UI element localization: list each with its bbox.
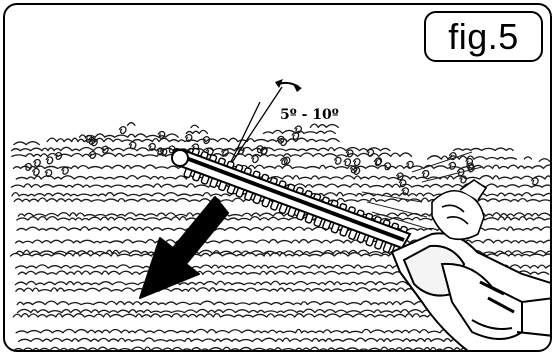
hedge-leaf-loop	[335, 157, 341, 164]
hedge-leaf-loop	[46, 157, 52, 164]
figure-label: fig.5	[448, 19, 519, 55]
hedge-leaf-loop	[34, 159, 40, 166]
hedge-scribble	[14, 138, 339, 145]
hedge-leaf-loop	[120, 127, 126, 134]
hedge-leaf-loop	[33, 169, 39, 176]
hedge-scribble	[16, 176, 552, 179]
hedge-leaf-loop	[449, 162, 455, 169]
hedge-leaf-loop	[62, 167, 68, 174]
operator-hand	[432, 180, 486, 239]
blade-tip-guard	[172, 150, 188, 166]
hedge-leaf-loop	[344, 159, 350, 166]
hedge-leaf-loop	[422, 170, 428, 177]
hedge-scribble	[128, 123, 339, 128]
hedge-leaf-loop	[532, 178, 538, 185]
figure-label-box: fig.5	[424, 11, 543, 62]
hedge-leaf-loop	[384, 163, 390, 170]
hedge-scribble	[16, 239, 552, 242]
hedge-leaf-loop	[354, 159, 360, 166]
hedge-leaf-loop	[158, 131, 164, 138]
angle-annotation: 5º - 10º	[280, 107, 339, 123]
hedge-leaf-loop	[252, 156, 258, 163]
